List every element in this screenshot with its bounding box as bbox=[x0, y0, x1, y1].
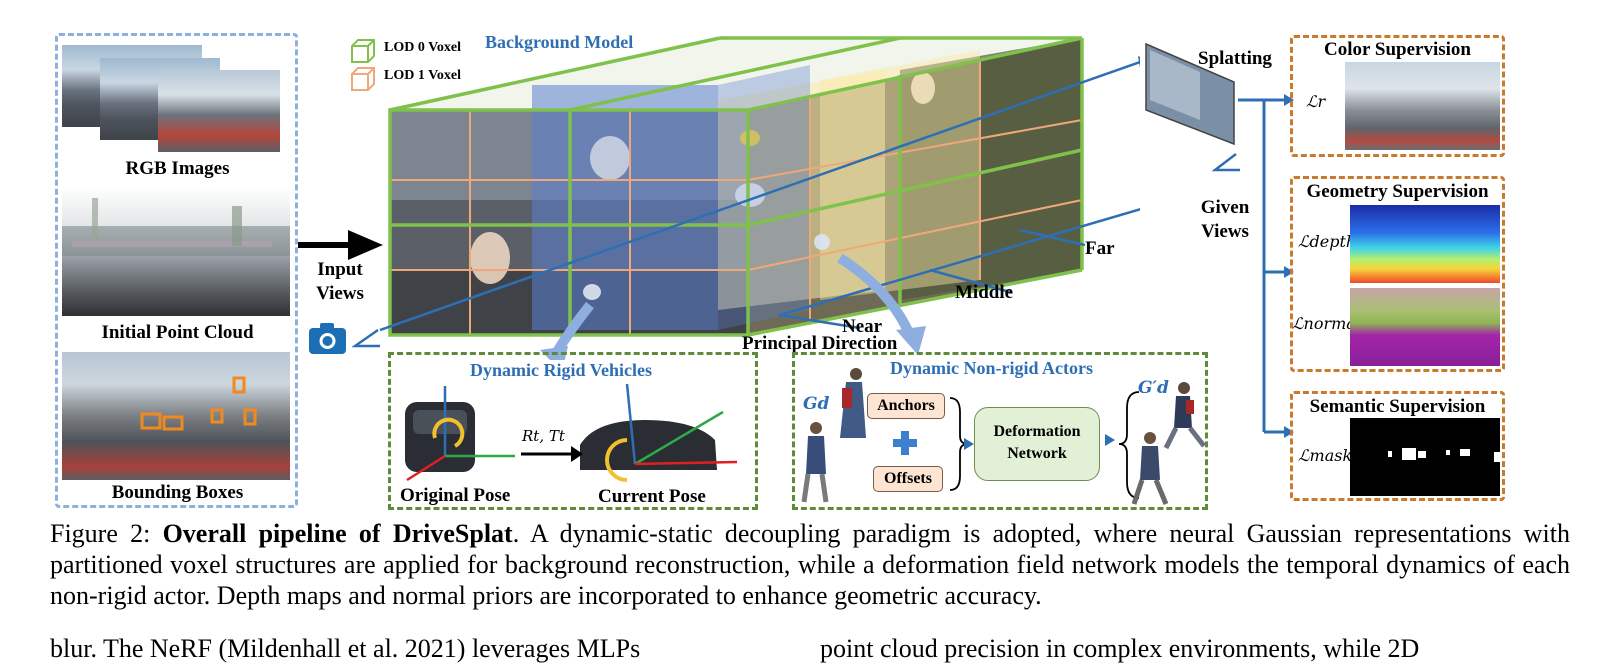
gd-label: Gd bbox=[803, 394, 830, 414]
normal-loss-label: ℒnormal bbox=[1292, 314, 1361, 333]
plus-icon bbox=[893, 431, 917, 455]
gd-prime-label: G′d bbox=[1138, 378, 1169, 398]
rgb-images-label: RGB Images bbox=[125, 158, 230, 179]
deformation-network-line2: Network bbox=[1007, 445, 1067, 462]
given-views-label: Given Views bbox=[1185, 196, 1265, 244]
background-model-title: Background Model bbox=[485, 32, 634, 52]
near-label: Near bbox=[842, 316, 883, 337]
color-loss-label: ℒr bbox=[1306, 92, 1326, 111]
normal-map-image bbox=[1350, 288, 1500, 366]
deformation-network-box: Deformation Network bbox=[974, 407, 1100, 481]
deformation-network-line1: Deformation bbox=[993, 423, 1081, 440]
camera-icon bbox=[309, 323, 346, 354]
point-cloud-image bbox=[62, 186, 290, 316]
original-pose-label: Original Pose bbox=[400, 485, 511, 506]
pedestrian-right bbox=[1132, 382, 1206, 505]
geometry-supervision-title: Geometry Supervision bbox=[1306, 181, 1489, 202]
bbox-markers bbox=[140, 376, 257, 431]
lod1-voxel-icon bbox=[351, 67, 375, 91]
point-cloud-label: Initial Point Cloud bbox=[101, 322, 254, 343]
bounding-box-image bbox=[62, 352, 290, 480]
caption-text: . A dynamic-static decoupling paradigm i… bbox=[50, 519, 1570, 610]
principal-direction-label: Principal Direction bbox=[742, 333, 898, 354]
rigid-vehicles-panel bbox=[388, 352, 758, 510]
middle-label: Middle bbox=[955, 282, 1014, 303]
rigid-vehicles-title: Dynamic Rigid Vehicles bbox=[470, 360, 653, 380]
anchors-box: Anchors bbox=[867, 393, 945, 419]
input-views-line1: Input bbox=[317, 259, 363, 280]
figure-caption: Figure 2: Overall pipeline of DriveSplat… bbox=[50, 518, 1570, 611]
nonrigid-actors-panel bbox=[792, 352, 1208, 510]
output-arrow-brace bbox=[1105, 391, 1140, 499]
merge-brace bbox=[949, 397, 974, 491]
mask-loss-label: ℒmask bbox=[1298, 446, 1353, 465]
rigid-vehicles-diagram bbox=[405, 383, 738, 482]
depth-map-image bbox=[1350, 205, 1500, 283]
splatting-plane bbox=[1145, 42, 1235, 146]
rigid-transform-label: Rt, Tt bbox=[522, 427, 565, 445]
caption-bold: Overall pipeline of DriveSplat bbox=[162, 519, 513, 548]
depth-loss-label: ℒdepth bbox=[1298, 232, 1357, 251]
splatting-label: Splatting bbox=[1198, 48, 1272, 69]
body-text-left: blur. The NeRF (Mildenhall et al. 2021) … bbox=[50, 634, 641, 663]
input-arrow bbox=[298, 230, 383, 260]
far-label: Far bbox=[1085, 238, 1115, 259]
semantic-supervision-panel bbox=[1290, 391, 1505, 501]
lod1-voxel-label: LOD 1 Voxel bbox=[384, 68, 462, 83]
caption-prefix: Figure 2: bbox=[50, 519, 163, 548]
input-views-label: Input Views bbox=[300, 258, 380, 306]
given-view-angle-icon bbox=[1212, 153, 1240, 172]
given-views-line1: Given bbox=[1200, 197, 1250, 218]
view-angle-icon bbox=[352, 328, 380, 348]
mask-image bbox=[1350, 418, 1500, 496]
semantic-supervision-title: Semantic Supervision bbox=[1309, 396, 1486, 417]
background-model-diagram bbox=[379, 36, 1140, 360]
input-panel bbox=[55, 33, 298, 508]
color-supervision-panel bbox=[1290, 35, 1505, 157]
geometry-supervision-panel bbox=[1290, 176, 1505, 372]
current-pose-label: Current Pose bbox=[598, 486, 706, 507]
bounding-boxes-label: Bounding Boxes bbox=[111, 482, 244, 503]
nonrigid-actors-title: Dynamic Non-rigid Actors bbox=[890, 358, 1093, 378]
body-text-right: point cloud precision in complex environ… bbox=[820, 634, 1420, 663]
offsets-box: Offsets bbox=[873, 466, 943, 492]
lod0-voxel-label: LOD 0 Voxel bbox=[384, 40, 462, 55]
input-views-line2: Views bbox=[316, 283, 364, 304]
mask-blobs bbox=[1388, 448, 1500, 462]
lod0-voxel-icon bbox=[351, 39, 375, 63]
given-views-line2: Views bbox=[1201, 221, 1249, 242]
supervision-arrows bbox=[1238, 94, 1294, 438]
rgb-image-3 bbox=[158, 70, 280, 152]
point-cloud-scatter bbox=[62, 198, 290, 256]
color-supervision-title: Color Supervision bbox=[1324, 39, 1471, 60]
color-supervision-image bbox=[1345, 62, 1500, 150]
pedestrian-left bbox=[801, 368, 866, 503]
